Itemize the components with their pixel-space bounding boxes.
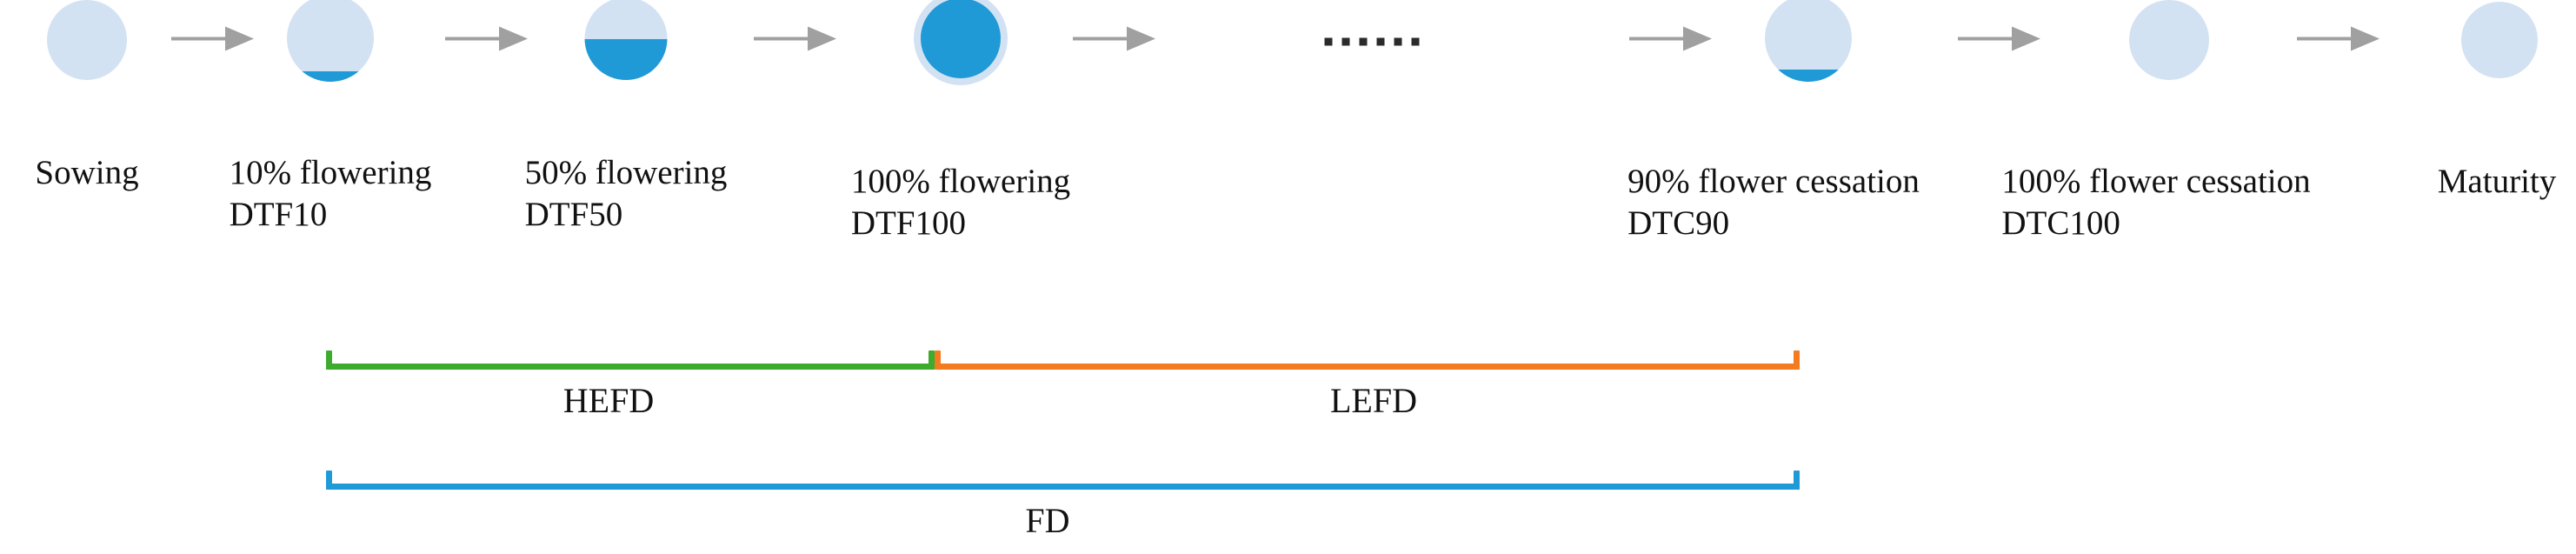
arrow-icon	[1627, 23, 1714, 60]
stage-label-text: 10% flowering	[229, 154, 432, 191]
disc-wrap	[914, 0, 1008, 85]
stage-label-text: 100% flower cessation	[2001, 163, 2311, 200]
bracket-lefd	[935, 344, 1800, 370]
stage-code-text: DTF10	[229, 195, 328, 233]
bracket-tick-right	[929, 350, 935, 370]
stage-label-dtf50: 50% flowering DTF50	[525, 152, 728, 235]
half-filled-circle-icon	[584, 0, 668, 80]
partially-filled-circle-icon	[1765, 0, 1852, 82]
bracket-tick-left	[935, 350, 941, 370]
empty-circle-icon	[47, 0, 127, 80]
stage-node-maturity	[2461, 2, 2538, 78]
stage-node-dtf10	[287, 0, 374, 82]
stage-node-dtf50	[584, 0, 668, 80]
stage-node-dtc90	[1765, 0, 1852, 82]
disc-wrap	[584, 0, 668, 80]
arrow-icon	[170, 23, 256, 60]
bracket-hefd	[326, 344, 935, 370]
stage-node-sowing	[47, 0, 127, 80]
stage-code-text: DTC90	[1627, 204, 1730, 242]
stage-label-text: Sowing	[35, 154, 139, 191]
bracket-label-fd: FD	[1025, 501, 1070, 540]
bracket-tick-left	[326, 471, 332, 490]
bracket-label-lefd: LEFD	[1330, 381, 1417, 420]
disc-wrap	[2129, 0, 2209, 80]
stage-code-text: DTF100	[850, 204, 967, 242]
bracket-bar	[326, 484, 1800, 490]
stage-node-dtf100	[914, 0, 1008, 85]
fully-filled-circle-icon	[914, 0, 1008, 85]
stage-label-sowing: Sowing	[35, 152, 138, 194]
stage-code-text: DTC100	[2001, 204, 2120, 242]
arrow-icon	[443, 23, 530, 60]
bracket-tick-right	[1794, 350, 1800, 370]
disc-wrap	[47, 0, 127, 80]
arrow-icon	[2295, 23, 2382, 60]
disc-wrap	[1765, 0, 1852, 82]
disc-wrap	[287, 0, 374, 82]
bracket-bar	[326, 364, 935, 370]
bracket-tick-left	[326, 350, 332, 370]
stage-label-dtc100: 100% flower cessation DTC100	[2001, 161, 2310, 244]
empty-circle-icon	[2461, 2, 2538, 78]
stage-node-dtc100	[2129, 0, 2209, 80]
stage-label-text: 50% flowering	[524, 154, 728, 191]
partially-filled-circle-icon	[287, 0, 374, 82]
bracket-fd	[326, 464, 1800, 490]
stage-label-maturity: Maturity	[2438, 161, 2556, 203]
stage-label-text: Maturity	[2437, 163, 2557, 200]
stage-label-dtc90: 90% flower cessation DTC90	[1627, 161, 1920, 244]
bracket-bar	[935, 364, 1800, 370]
arrow-icon	[1956, 23, 2043, 60]
bracket-tick-right	[1794, 471, 1800, 490]
arrow-icon	[1071, 23, 1158, 60]
stage-code-text: DTF50	[524, 195, 623, 233]
stage-label-dtf100: 100% flowering DTF100	[851, 161, 1070, 244]
stage-label-text: 100% flowering	[850, 163, 1071, 200]
stage-label-text: 90% flower cessation	[1627, 163, 1920, 200]
continuation-ellipsis-icon	[1324, 37, 1420, 46]
empty-circle-icon	[2129, 0, 2209, 80]
stage-label-dtf10: 10% flowering DTF10	[230, 152, 432, 235]
bracket-label-hefd: HEFD	[562, 381, 655, 420]
arrow-icon	[752, 23, 839, 60]
disc-wrap	[2461, 2, 2538, 78]
